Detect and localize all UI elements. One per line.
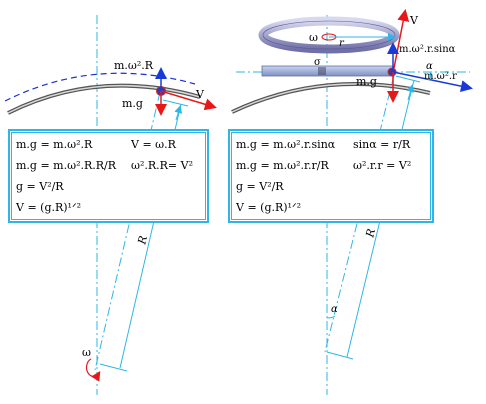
right-eq-5: sinα = r/R bbox=[353, 138, 411, 151]
left-circular-path bbox=[4, 72, 196, 102]
left-label-weight: m.g bbox=[122, 97, 143, 110]
right-eq-3: g = V²/R bbox=[236, 180, 284, 193]
left-label-centripetal: m.ω².R bbox=[114, 59, 154, 72]
left-equation-box: m.g = m.ω².R m.g = m.ω².R.R/R g = V²/R V… bbox=[8, 129, 209, 223]
right-alpha-arc-top bbox=[427, 71, 432, 81]
right-eq-1: m.g = m.ω².r.sinα bbox=[236, 138, 336, 151]
right-eq-2: m.g = m.ω².r.r/R bbox=[236, 159, 329, 172]
right-curved-rail bbox=[231, 82, 431, 114]
right-centripetal-arrow bbox=[392, 71, 473, 93]
left-rotation-icon bbox=[85, 358, 101, 382]
left-velocity-arrow bbox=[160, 90, 217, 111]
right-equation-box: m.g = m.ω².r.sinα m.g = m.ω².r.r/R g = V… bbox=[228, 129, 434, 223]
right-label-alpha-bottom: α bbox=[331, 304, 338, 315]
right-label-weight: m.g bbox=[356, 75, 377, 88]
left-label-omega: ω bbox=[82, 346, 91, 359]
left-eq-1: m.g = m.ω².R bbox=[16, 138, 93, 151]
left-eq-3: g = V²/R bbox=[16, 180, 64, 193]
left-eq-6: ω².R.R= V² bbox=[131, 159, 194, 172]
left-panel: m.ω².R V m.g R ω bbox=[4, 15, 217, 395]
right-label-sigma: σ bbox=[314, 57, 321, 68]
right-eq-4: V = (g.R)¹ᐟ² bbox=[236, 201, 302, 214]
right-label-r: r bbox=[339, 38, 345, 49]
left-eq-4: V = (g.R)¹ᐟ² bbox=[16, 201, 82, 214]
right-label-tension: m.ω².r.sinα bbox=[399, 44, 456, 55]
left-label-velocity: V bbox=[195, 88, 205, 101]
right-label-alpha-top: α bbox=[426, 61, 433, 72]
left-label-radius: R bbox=[135, 234, 150, 246]
right-label-omega: ω bbox=[309, 31, 318, 44]
right-label-radius: R bbox=[363, 227, 378, 239]
right-label-velocity: V bbox=[409, 14, 419, 27]
right-eq-6: ω².r.r = V² bbox=[353, 159, 412, 172]
right-label-centripetal: m.ω².r bbox=[424, 71, 457, 82]
right-alpha-arc-bottom bbox=[326, 315, 336, 319]
left-eq-2: m.g = m.ω².R.R/R bbox=[16, 159, 117, 172]
left-eq-5: V = ω.R bbox=[131, 138, 176, 151]
right-velocity-arrow bbox=[393, 9, 410, 69]
